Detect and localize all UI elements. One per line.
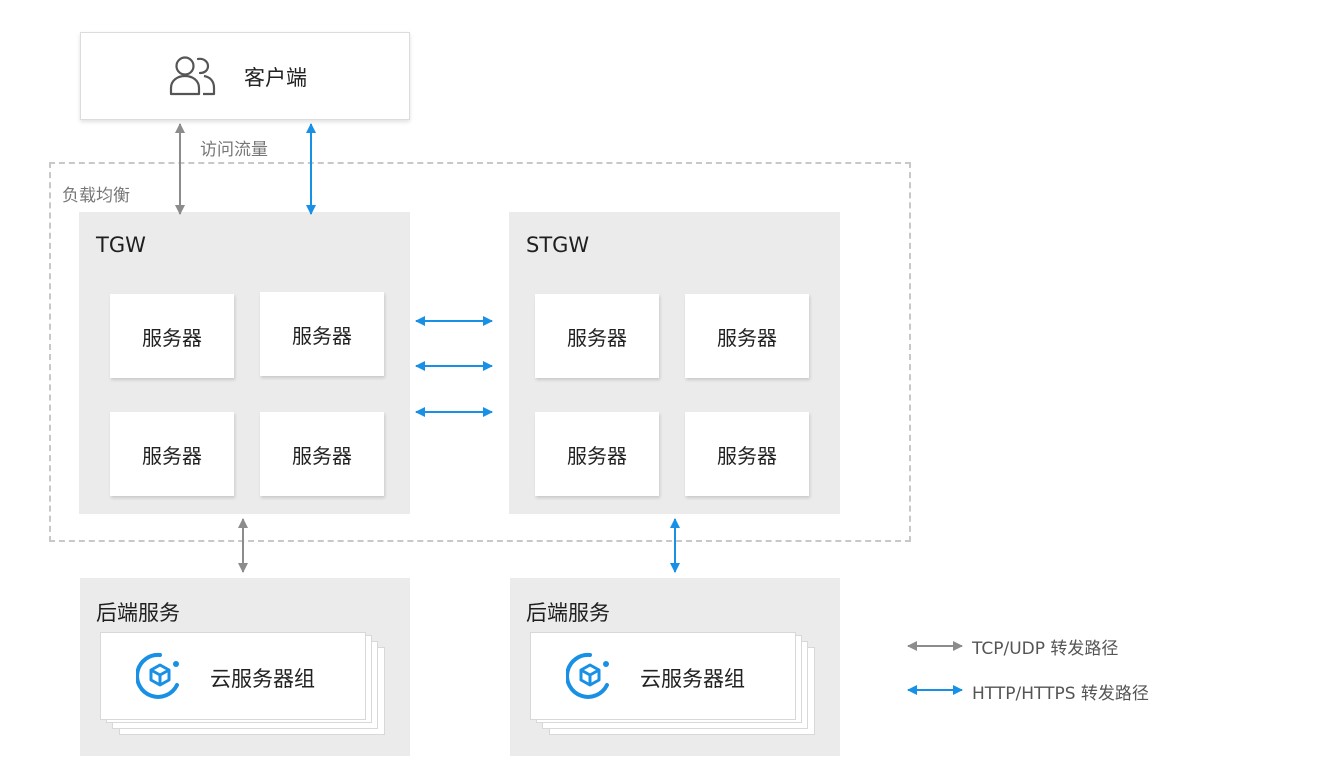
stgw-server: 服务器 xyxy=(685,412,809,496)
client-box xyxy=(80,32,410,120)
tgw-title: TGW xyxy=(96,233,146,257)
cvm-group-label-right: 云服务器组 xyxy=(640,667,745,691)
stgw-title: STGW xyxy=(526,233,590,257)
stgw-server: 服务器 xyxy=(685,294,809,378)
users-icon xyxy=(169,56,216,96)
cvm-group-icon xyxy=(566,652,609,699)
stgw-server: 服务器 xyxy=(535,294,659,378)
cvm-group-label-left: 云服务器组 xyxy=(210,667,315,691)
legend-tcp-label: TCP/UDP 转发路径 xyxy=(972,639,1119,659)
cvm-group-icon xyxy=(136,652,179,699)
tgw-server: 服务器 xyxy=(110,412,234,496)
traffic-label: 访问流量 xyxy=(200,140,268,160)
legend-http-label: HTTP/HTTPS 转发路径 xyxy=(972,684,1149,704)
backend-title-left: 后端服务 xyxy=(96,601,180,625)
tgw-server: 服务器 xyxy=(110,294,234,378)
stgw-server: 服务器 xyxy=(535,412,659,496)
cvm-group-card-left xyxy=(100,632,366,720)
load-balancer-area xyxy=(49,162,911,542)
backend-title-right: 后端服务 xyxy=(526,601,610,625)
cvm-group-card-right xyxy=(530,632,796,720)
tgw-server: 服务器 xyxy=(260,292,384,376)
tgw-server: 服务器 xyxy=(260,412,384,496)
lb-label: 负载均衡 xyxy=(62,186,130,206)
client-label: 客户端 xyxy=(244,66,307,90)
